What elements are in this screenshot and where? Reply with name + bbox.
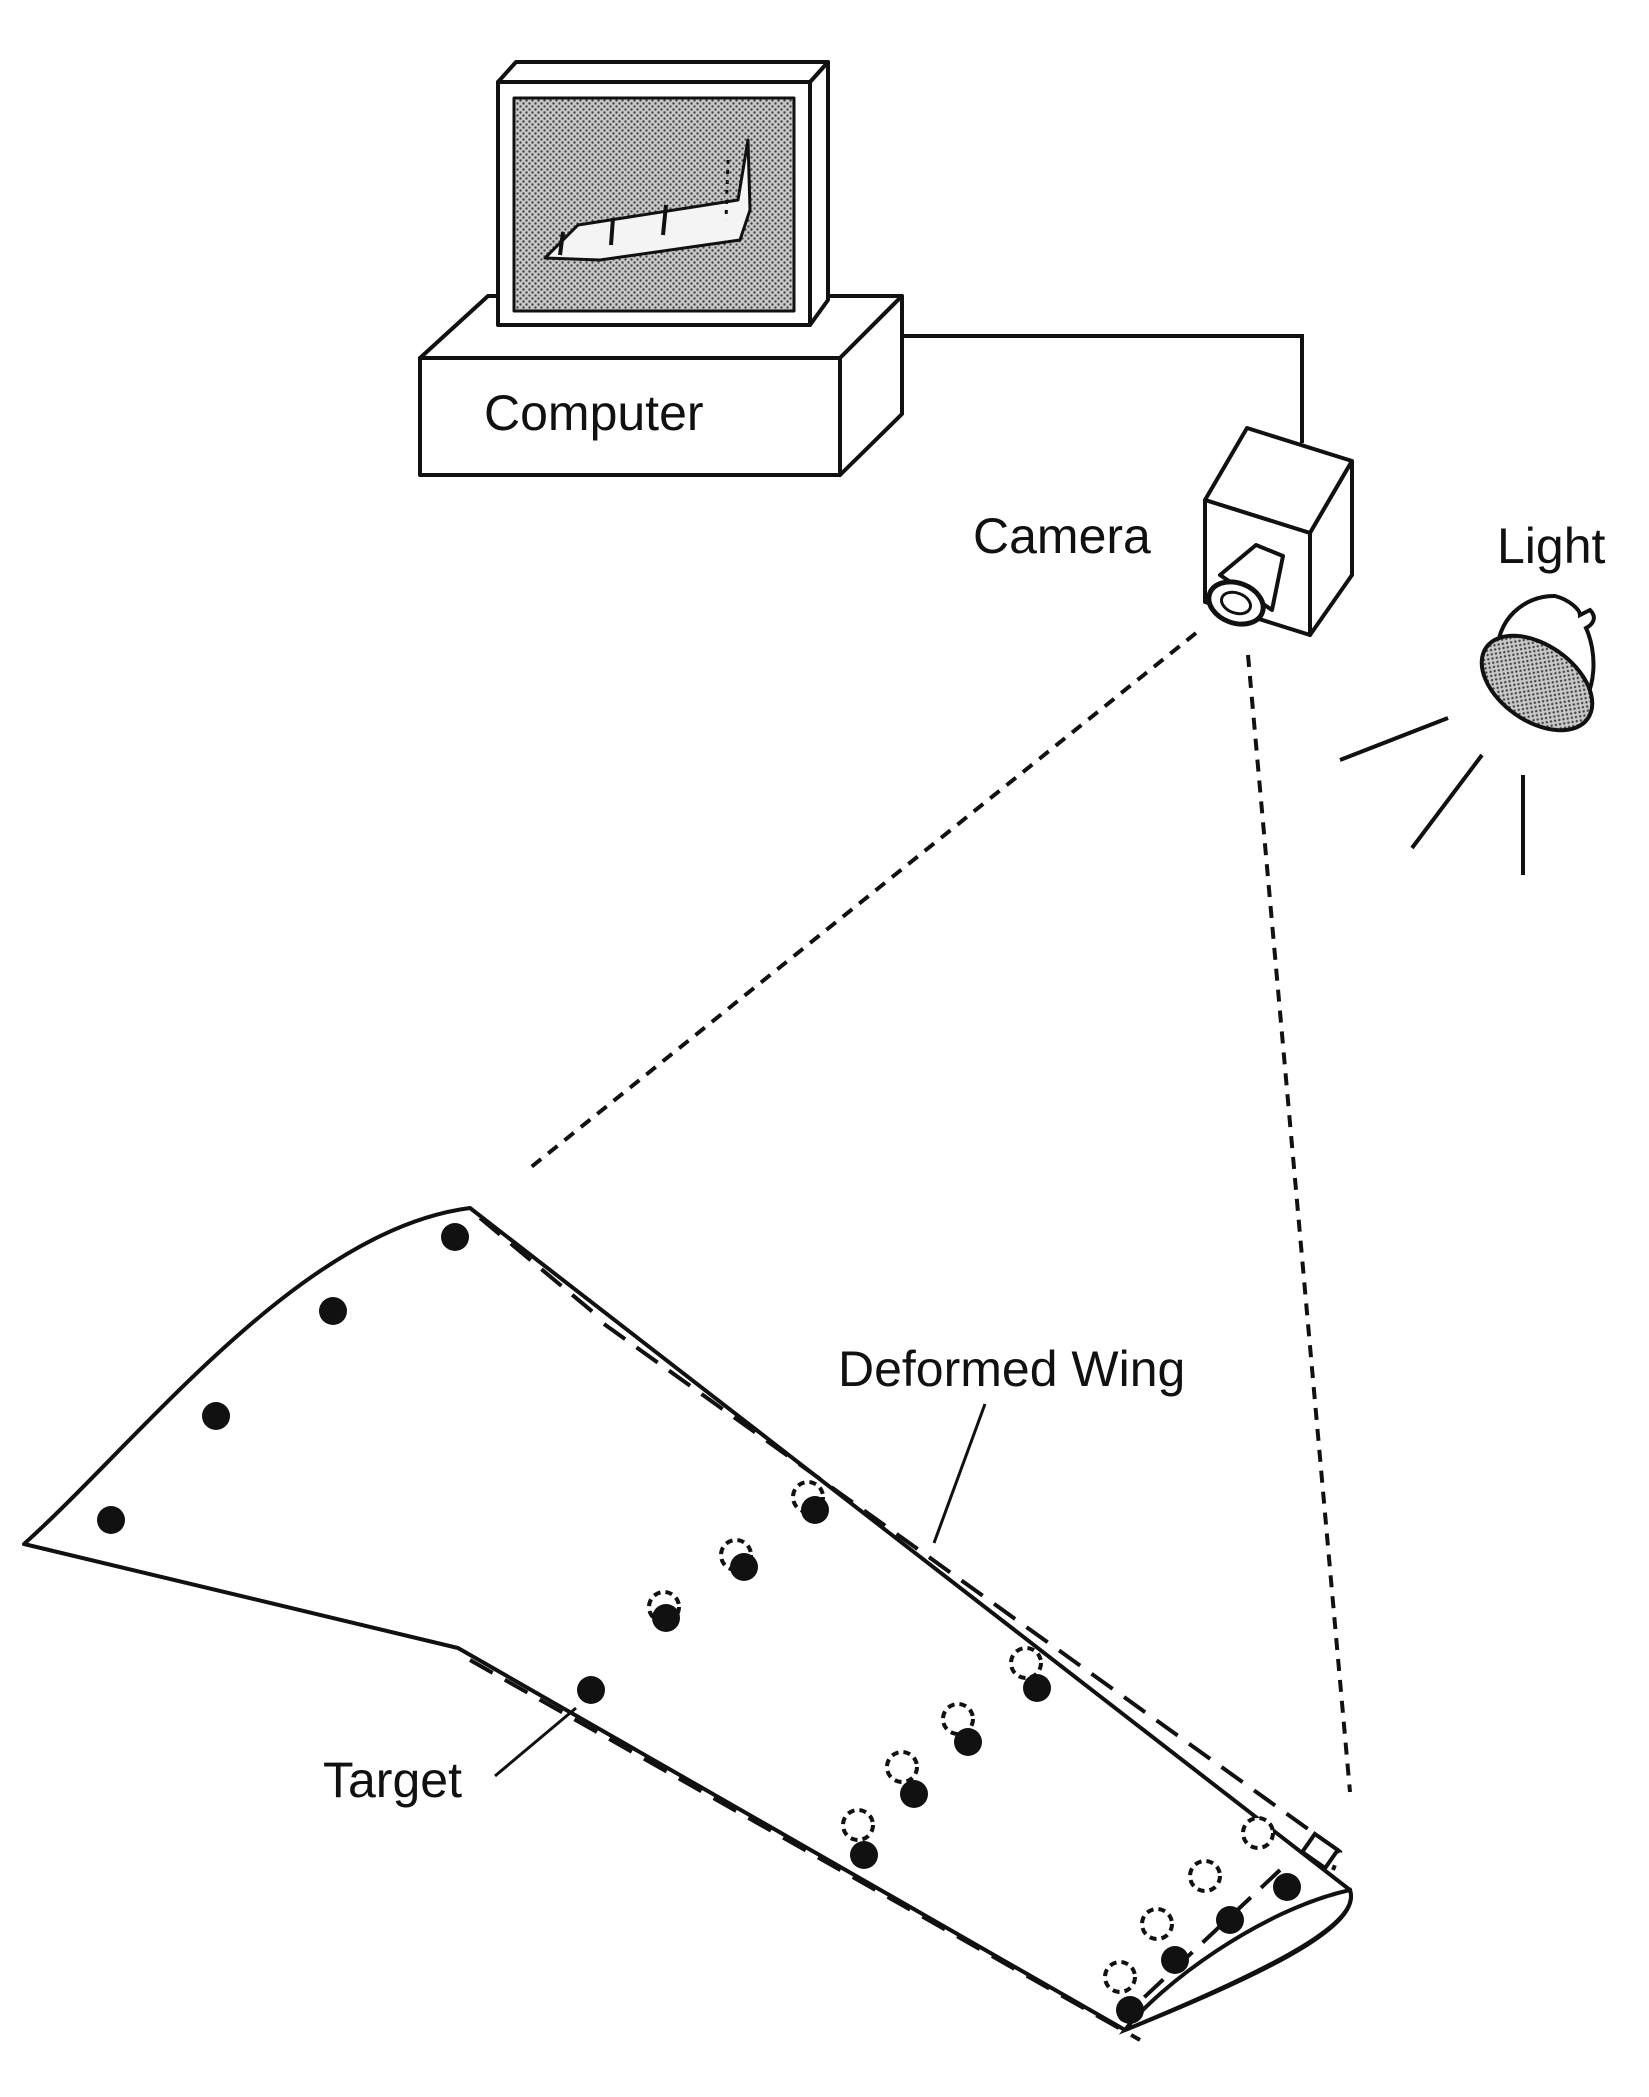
deformed-wing-leader xyxy=(932,1403,987,1544)
deformed-wingtip xyxy=(1299,1831,1341,1871)
light-ray xyxy=(1339,716,1449,762)
deformed-target xyxy=(941,1702,975,1736)
target-dot xyxy=(319,1297,347,1325)
camera-view-line-left xyxy=(523,631,1198,1174)
target-dot xyxy=(1023,1674,1051,1702)
target-dot xyxy=(97,1506,125,1534)
target-dot xyxy=(1161,1946,1189,1974)
deformed-target xyxy=(841,1808,875,1842)
target-dot xyxy=(441,1223,469,1251)
computer-base-front xyxy=(418,356,842,477)
target-dot xyxy=(954,1728,982,1756)
deformed-target xyxy=(1241,1816,1275,1850)
deformed-target xyxy=(1009,1646,1043,1680)
deformed-target xyxy=(1140,1907,1174,1941)
monitor-top xyxy=(496,60,830,84)
monitor-side xyxy=(808,60,830,327)
wingtip-airfoil xyxy=(1118,1887,1353,2035)
camera xyxy=(1203,426,1354,637)
computer-label: Computer xyxy=(484,385,704,441)
target-dot xyxy=(1216,1906,1244,1934)
target-dot xyxy=(730,1553,758,1581)
target-dot xyxy=(900,1780,928,1808)
light-label: Light xyxy=(1497,518,1606,574)
deformed-target xyxy=(885,1750,919,1784)
wing xyxy=(22,1206,1354,2042)
deformed-wing-label: Deformed Wing xyxy=(838,1341,1186,1397)
target-leader xyxy=(494,1706,577,1778)
wing-outline xyxy=(22,1206,1354,2032)
targets xyxy=(97,1223,1301,2024)
monitor-screen xyxy=(512,96,796,313)
light xyxy=(1339,593,1596,875)
screen-wing-image xyxy=(543,138,752,262)
target-label: Target xyxy=(323,1752,462,1808)
target-dot xyxy=(577,1676,605,1704)
target-dot xyxy=(202,1402,230,1430)
camera-label: Camera xyxy=(973,508,1151,564)
target-dot xyxy=(1116,1996,1144,2024)
deformed-target xyxy=(1103,1960,1137,1994)
target-dot xyxy=(850,1841,878,1869)
target-dot xyxy=(1273,1873,1301,1901)
camera-cable xyxy=(902,334,1304,443)
light-ray xyxy=(1410,753,1484,850)
deformed-wing-outline xyxy=(469,1216,1343,2042)
deformed-target xyxy=(1188,1859,1222,1893)
light-reflector xyxy=(1479,633,1595,733)
computer xyxy=(418,60,904,477)
target-dot xyxy=(652,1604,680,1632)
camera-view-line-right xyxy=(1246,654,1352,1793)
target-dot xyxy=(801,1496,829,1524)
